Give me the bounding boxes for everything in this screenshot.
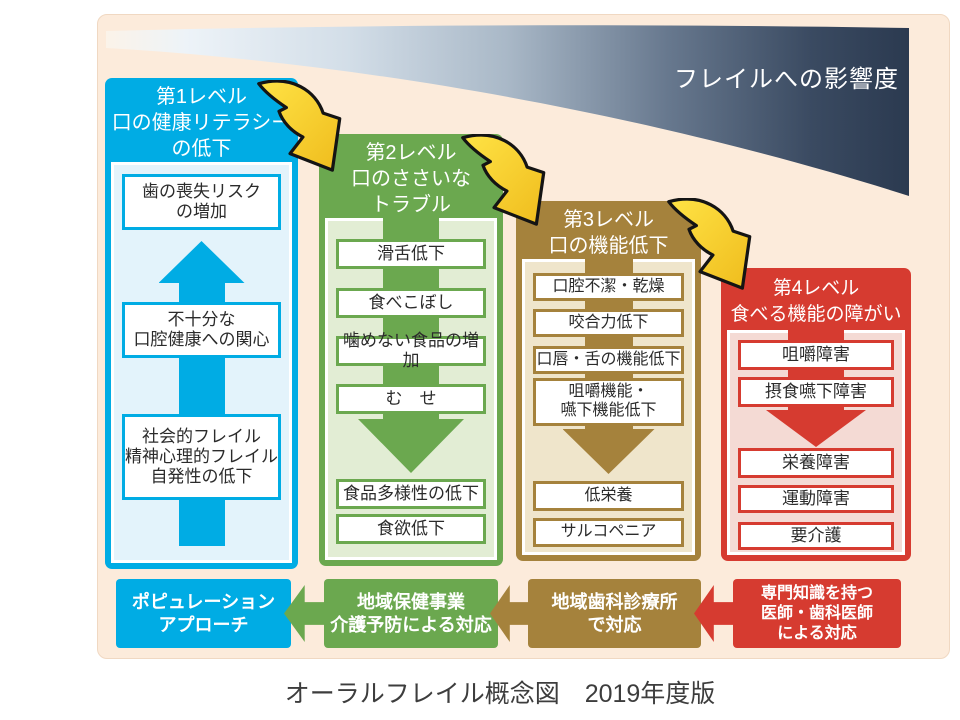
down-arrow-icon <box>562 429 655 474</box>
curved-arrow-icon <box>667 198 752 290</box>
level-4-box: 第4レベル 食べる機能の障がい 咀嚼障害 摂食嚥下障害 栄養障害 運動障害 要介… <box>721 268 911 561</box>
level-item: 運動障害 <box>738 485 894 513</box>
level-1-body: 歯の喪失リスク の増加 不十分な 口腔健康への関心 社会的フレイル 精神心理的フ… <box>111 162 292 563</box>
level-3-body: 口腔不潔・乾燥 咬合力低下 口唇・舌の機能低下 咀嚼機能・ 嚥下機能低下 低栄養… <box>522 259 695 555</box>
diagram-caption: オーラルフレイル概念図 2019年度版 <box>284 680 716 708</box>
level-4-body: 咀嚼障害 摂食嚥下障害 栄養障害 運動障害 要介護 <box>727 330 905 555</box>
level-item: 咬合力低下 <box>533 309 684 337</box>
level-item: 口唇・舌の機能低下 <box>533 346 684 374</box>
level-4-title: 第4レベル 食べる機能の障がい <box>730 278 902 325</box>
level-1-title: 第1レベル 口の健康リテラシー の低下 <box>111 86 292 160</box>
frailty-impact-label: フレイルへの影響度 <box>674 66 899 93</box>
response-box-population-approach: ポピュレーション アプローチ <box>116 579 291 648</box>
level-item: 食品多様性の低下 <box>336 479 486 509</box>
level-item: む せ <box>336 384 486 414</box>
level-item: 口腔不潔・乾燥 <box>533 273 684 301</box>
curved-arrow-icon <box>461 134 546 226</box>
response-box-dental-clinic: 地域歯科診療所 で対応 <box>528 579 701 648</box>
level-item: 歯の喪失リスク の増加 <box>122 174 281 230</box>
level-item: サルコペニア <box>533 518 684 547</box>
response-box-community-health: 地域保健事業 介護予防による対応 <box>324 579 498 648</box>
response-box-specialist: 専門知識を持つ 医師・歯科医師 による対応 <box>733 579 901 648</box>
level-item: 社会的フレイル 精神心理的フレイル 自発性の低下 <box>122 414 281 500</box>
level-item: 摂食嚥下障害 <box>738 377 894 407</box>
level-2-box: 第2レベル 口のささいな トラブル 滑舌低下 食べこぼし 噛めない食品の増加 む… <box>319 134 503 566</box>
level-3-box: 第3レベル 口の機能低下 口腔不潔・乾燥 咬合力低下 口唇・舌の機能低下 咀嚼機… <box>516 201 701 561</box>
down-arrow-icon <box>358 419 464 473</box>
curved-arrow-icon <box>257 80 342 172</box>
level-item: 要介護 <box>738 522 894 550</box>
down-arrow-icon <box>766 410 866 447</box>
level-item: 食欲低下 <box>336 514 486 544</box>
impact-gradient-swoosh <box>106 25 909 196</box>
level-item: 食べこぼし <box>336 288 486 318</box>
level-3-title: 第3レベル 口の機能低下 <box>548 209 669 257</box>
level-item: 噛めない食品の増加 <box>336 331 486 370</box>
up-arrow-icon <box>158 241 245 283</box>
level-item: 咀嚼障害 <box>738 340 894 370</box>
level-1-box: 第1レベル 口の健康リテラシー の低下 歯の喪失リスク の増加 不十分な 口腔健… <box>105 78 298 569</box>
level-item: 咀嚼機能・ 嚥下機能低下 <box>533 378 684 426</box>
level-item: 滑舌低下 <box>336 239 486 269</box>
level-item: 不十分な 口腔健康への関心 <box>122 302 281 358</box>
diagram-panel: フレイルへの影響度 第1レベル 口の健康リテラシー の低下 歯の喪失リスク の増… <box>97 14 950 659</box>
level-2-title: 第2レベル 口のささいな トラブル <box>351 142 471 216</box>
level-item: 低栄養 <box>533 481 684 511</box>
level-2-body: 滑舌低下 食べこぼし 噛めない食品の増加 む せ 食品多様性の低下 食欲低下 <box>325 218 497 560</box>
level-item: 栄養障害 <box>738 448 894 478</box>
